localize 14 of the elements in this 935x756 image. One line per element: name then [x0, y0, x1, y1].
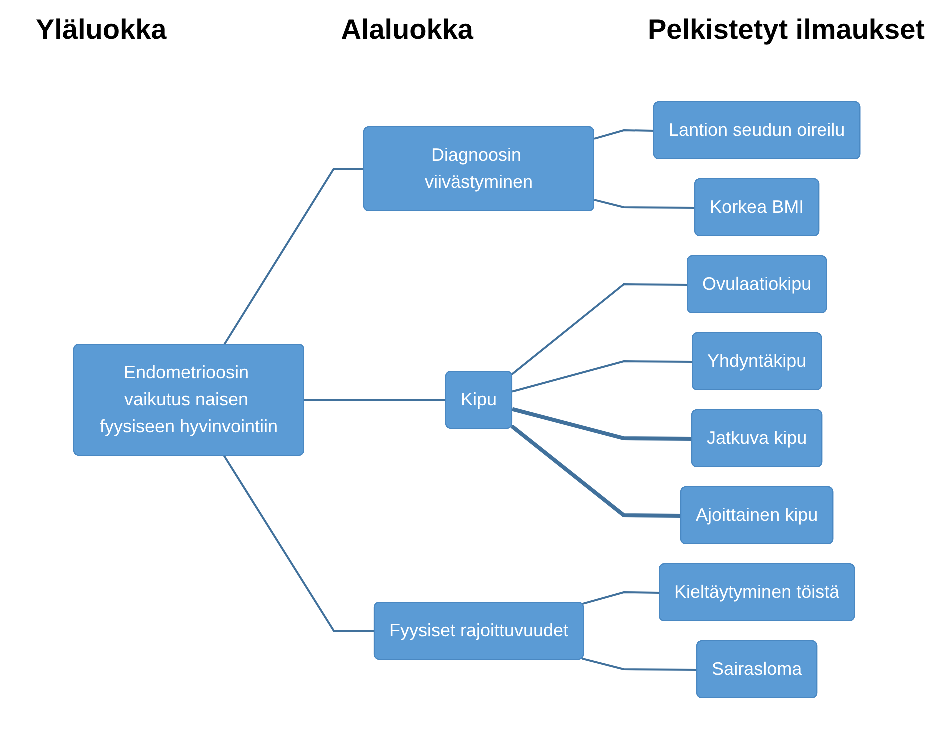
connector: [582, 658, 698, 671]
connector: [512, 407, 693, 441]
connector: [512, 360, 694, 393]
column-heading: Alaluokka: [341, 14, 474, 47]
connector: [512, 284, 688, 376]
column-heading: Yläluokka: [36, 14, 167, 47]
column-heading: Pelkistetyt ilmaukset: [648, 14, 925, 47]
connector: [594, 199, 696, 209]
connector: [224, 168, 365, 346]
connector: [511, 424, 682, 518]
connector: [594, 130, 655, 140]
connector: [224, 455, 376, 632]
connector: [304, 399, 447, 402]
connector: [582, 592, 660, 606]
